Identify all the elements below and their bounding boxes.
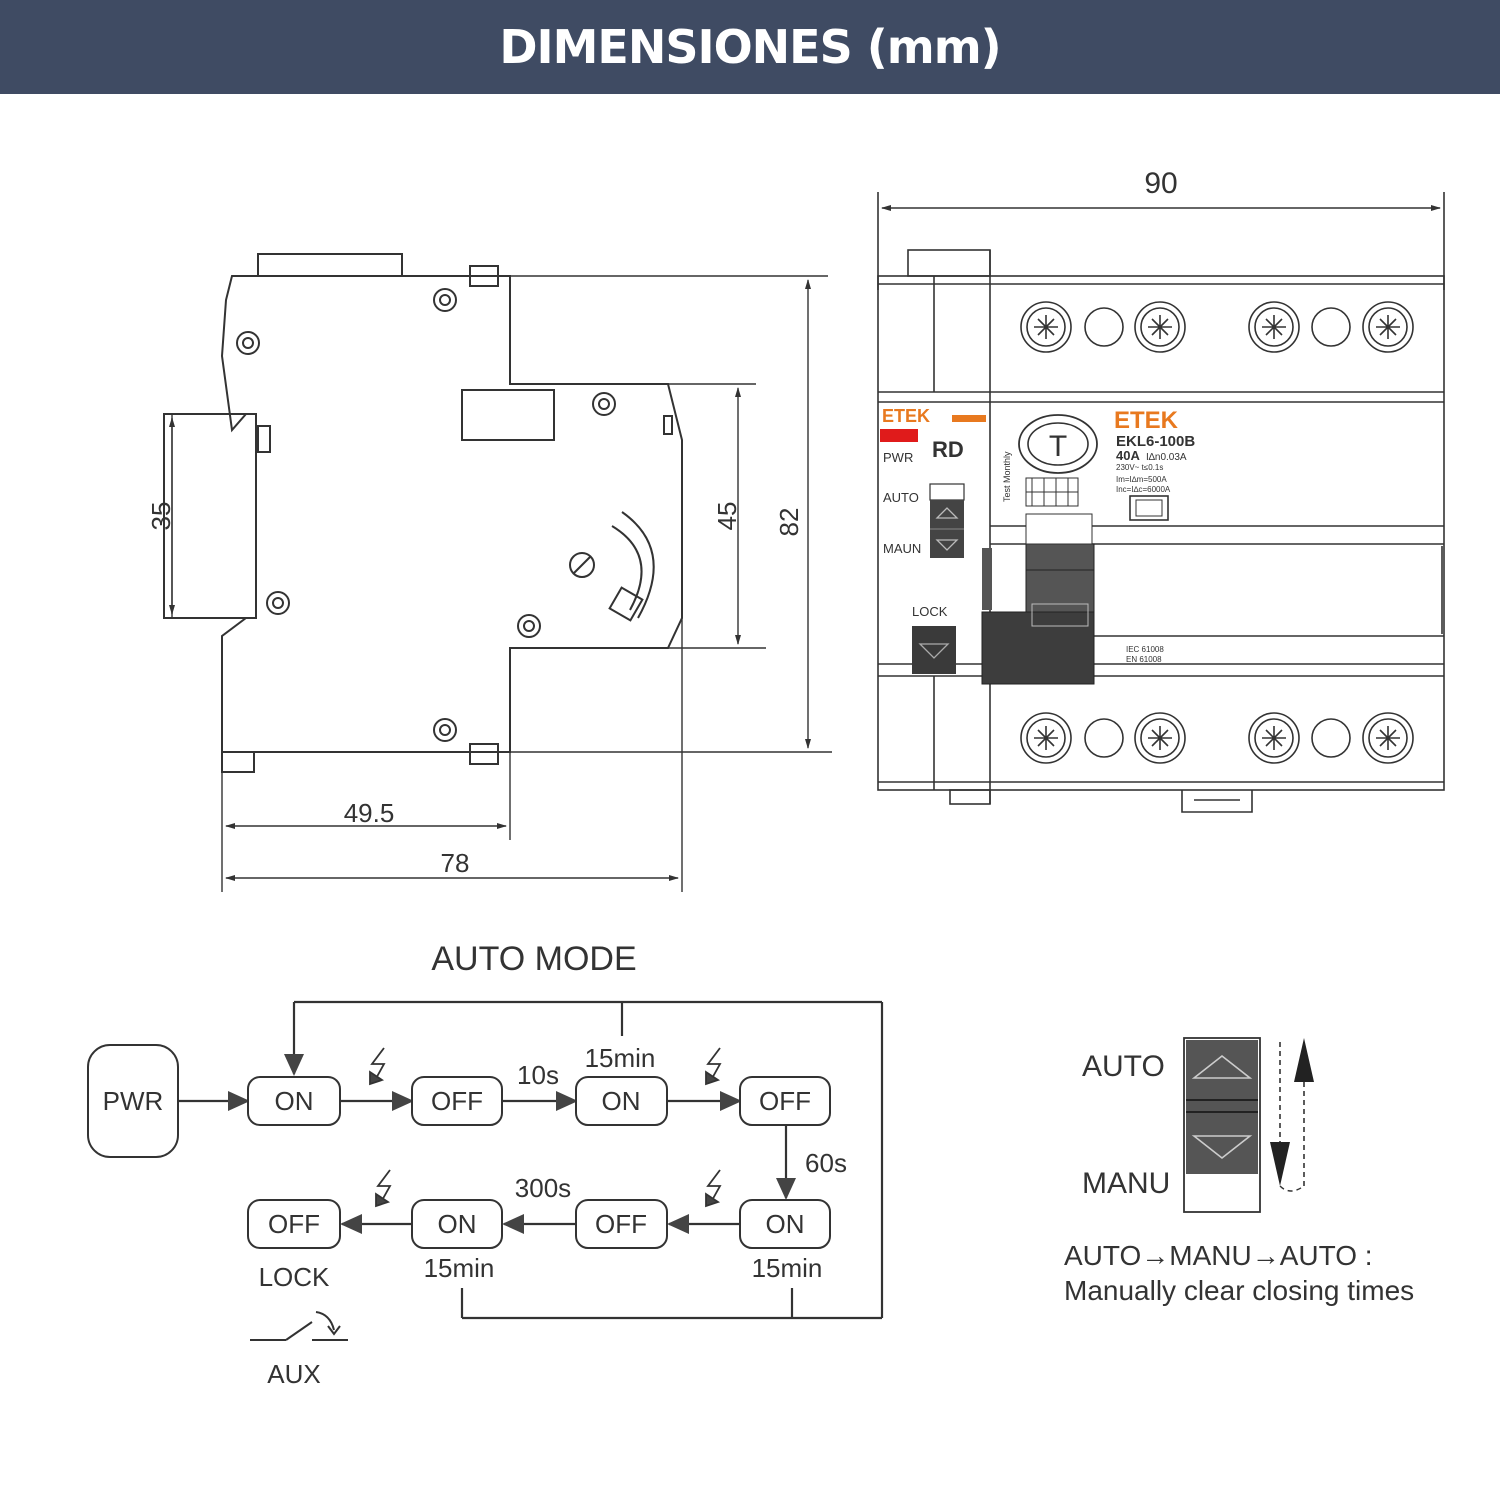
standard-2: EN 61008 [1126,655,1162,664]
pwr-text: PWR [103,1086,164,1116]
front-body [877,275,1445,791]
row2-state-2: ON [438,1209,477,1239]
state-node [247,1076,341,1126]
pivot [569,552,595,578]
pwr-led [880,429,918,442]
state-node [247,1199,341,1249]
test-button[interactable] [1018,414,1098,474]
state-node [575,1076,668,1126]
row2-state-1: OFF [268,1209,320,1239]
side-body-outline [220,275,683,753]
switch-auto-label: AUTO [1082,1050,1165,1083]
down-triangle-icon [1191,1135,1253,1160]
pwr-node [87,1044,179,1158]
brand-logo: ETEK [1114,407,1179,434]
state-node [575,1199,668,1249]
spec-inc: Inc=I∆c=6000A [1116,485,1171,494]
state-node [411,1199,503,1249]
terminal-screw-icon [1020,301,1072,353]
model-label: EKL6-100B [1116,433,1195,450]
test-monthly-label: Test Monthly [1002,451,1012,502]
brand-bar [952,415,986,422]
switch-manu-label: MANU [1082,1167,1170,1200]
switch-note-line2: Manually clear closing times [1064,1275,1414,1306]
lever-arc [611,511,655,619]
aux-switch-icon [250,1311,348,1341]
dim-90-label: 90 [1144,167,1177,200]
switch-slider [1186,1040,1258,1174]
side-view [163,253,832,892]
dim-45-label: 45 [712,502,742,531]
time-15min-top: 15min [585,1043,656,1073]
switch-note-line1: AUTO→MANU→AUTO : [1064,1240,1373,1271]
test-button-label: T [1049,430,1067,463]
brand-logo-small: ETEK [882,406,930,426]
toggle-block [461,389,555,441]
time-15min-mid: 15min [424,1253,495,1283]
page-title: DIMENSIONES (mm) [499,20,1001,74]
bottom-left-clip [221,751,255,773]
lock-slider[interactable] [912,626,956,674]
spec-voltage: 230V~ t≤0.1s [1116,463,1163,472]
screw-6 [433,718,457,742]
maun-label: MAUN [883,541,921,556]
lightning-icon [706,1047,722,1083]
time-60s: 60s [805,1148,847,1178]
lightning-icons [369,1047,722,1208]
top-clip [469,265,499,287]
terminals [1020,301,1414,764]
sensitivity-label: I∆n0.03A [1146,452,1187,463]
spec-im: Im=I∆m=500A [1116,475,1167,484]
lightning-icon [370,1047,386,1083]
bottom-clip [469,743,499,765]
state-node [411,1076,503,1126]
screw-2 [236,331,260,355]
pwr-label: PWR [883,450,913,465]
lightning-icon [376,1169,392,1205]
circuit-symbol-icon [1025,477,1079,507]
time-300s: 300s [515,1173,571,1203]
lock-text: LOCK [259,1262,330,1292]
dim-82-label: 82 [774,508,804,537]
din-rail-profile [163,413,257,619]
header-bar: DIMENSIONES (mm) [0,0,1500,94]
front-panel [880,414,1169,685]
dim-49-5-label: 49.5 [344,798,395,828]
row1-state-2: OFF [431,1086,483,1116]
screw-3 [592,392,616,416]
auto-label: AUTO [883,490,919,505]
row2-state-4: ON [766,1209,805,1239]
row1-state-4: OFF [759,1086,811,1116]
row1-state-1: ON [275,1086,314,1116]
row2-state-3: OFF [595,1209,647,1239]
aux-text: AUX [267,1359,320,1389]
state-node [739,1076,831,1126]
rd-label: RD [932,437,964,462]
screw-5 [517,614,541,638]
auto-mode-title: AUTO MODE [431,940,636,978]
window-icon [1129,495,1169,521]
auto-mode-diagram: AUTO MODE [87,940,884,1389]
lightning-icon [706,1169,722,1205]
time-15min-right: 15min [752,1253,823,1283]
row1-state-3: ON [602,1086,641,1116]
standard-1: IEC 61008 [1126,645,1164,654]
time-10s: 10s [517,1060,559,1090]
dim-78-label: 78 [441,848,470,878]
up-triangle-icon [1191,1054,1253,1079]
dim-35-label: 35 [146,502,176,531]
screw-4 [266,591,290,615]
rating-label: 40A [1116,448,1140,463]
state-node [739,1199,831,1249]
screw-1 [433,288,457,312]
switch-legend: AUTO MANU AUTO→MANU→AUTO : Manually clea… [1064,1037,1414,1306]
lock-label: LOCK [912,604,948,619]
top-tab [257,253,403,277]
